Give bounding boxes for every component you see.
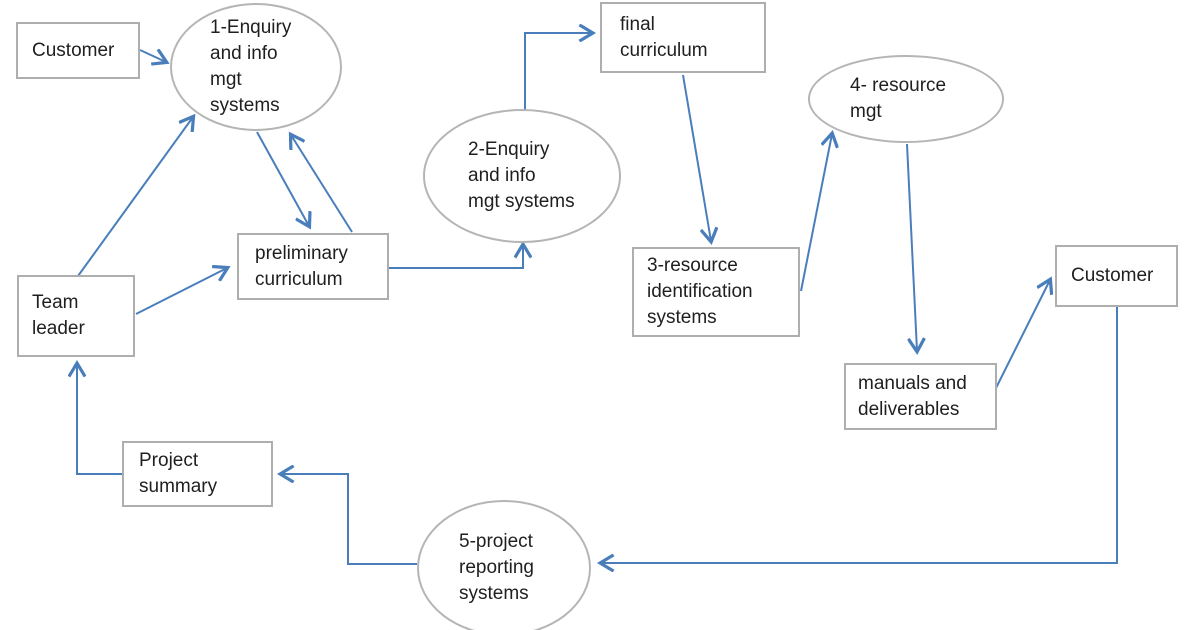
node-customer-top-label: Customer bbox=[32, 39, 115, 61]
arrow-preliminary-to-enquiry1 bbox=[291, 135, 353, 233]
node-enquiry-info-mgt-1-label: 1-Enquiry and info mgt systems bbox=[210, 17, 292, 116]
arrow-enquiry2-to-finalcurriculum bbox=[524, 33, 592, 110]
node-customer-right: Customer bbox=[1055, 245, 1178, 307]
arrow-resourcemgt-to-manuals bbox=[906, 143, 917, 351]
node-project-reporting-5: 5-project reporting systems bbox=[417, 500, 591, 630]
arrow-finalcurriculum-to-resourceid bbox=[682, 74, 711, 241]
node-preliminary-curriculum-label: preliminary curriculum bbox=[255, 242, 348, 290]
arrow-resourceid-to-resourcemgt bbox=[800, 134, 832, 292]
arrow-preliminary-to-enquiry2 bbox=[389, 245, 523, 269]
node-manuals-deliverables: manuals and deliverables bbox=[844, 363, 997, 430]
node-enquiry-info-mgt-2: 2-Enquiry and info mgt systems bbox=[423, 109, 621, 243]
node-customer-top: Customer bbox=[16, 22, 140, 79]
node-project-summary: Project summary bbox=[122, 441, 273, 507]
node-resource-identification-label: 3-resource identification systems bbox=[647, 255, 753, 328]
node-enquiry-info-mgt-1: 1-Enquiry and info mgt systems bbox=[170, 3, 342, 131]
arrow-reporting5-to-projectsummary bbox=[281, 474, 417, 565]
arrow-teamleader-to-preliminary bbox=[135, 268, 227, 315]
node-final-curriculum-label: final curriculum bbox=[620, 13, 708, 61]
arrow-projectsummary-to-teamleader bbox=[77, 364, 122, 475]
arrow-enquiry1-to-preliminary bbox=[256, 131, 309, 226]
node-team-leader-label: Team leader bbox=[32, 292, 85, 339]
node-manuals-deliverables-label: manuals and deliverables bbox=[858, 372, 967, 420]
node-customer-right-label: Customer bbox=[1071, 265, 1154, 286]
node-preliminary-curriculum: preliminary curriculum bbox=[237, 233, 389, 300]
node-resource-mgt: 4- resource mgt bbox=[808, 55, 1004, 143]
arrow-customer-to-reporting5 bbox=[601, 307, 1118, 563]
node-resource-identification: 3-resource identification systems bbox=[632, 247, 800, 337]
node-project-reporting-5-label: 5-project reporting systems bbox=[459, 531, 534, 604]
node-team-leader: Team leader bbox=[17, 275, 135, 357]
node-project-summary-label: Project summary bbox=[139, 450, 218, 497]
arrow-teamleader-to-enquiry1 bbox=[77, 117, 193, 277]
node-resource-mgt-label: 4- resource mgt bbox=[850, 75, 947, 122]
node-enquiry-info-mgt-2-label: 2-Enquiry and info mgt systems bbox=[468, 139, 575, 212]
arrow-customer-to-enquiry1 bbox=[139, 50, 166, 62]
node-final-curriculum: final curriculum bbox=[600, 2, 766, 73]
arrow-manuals-to-customer bbox=[992, 280, 1050, 395]
